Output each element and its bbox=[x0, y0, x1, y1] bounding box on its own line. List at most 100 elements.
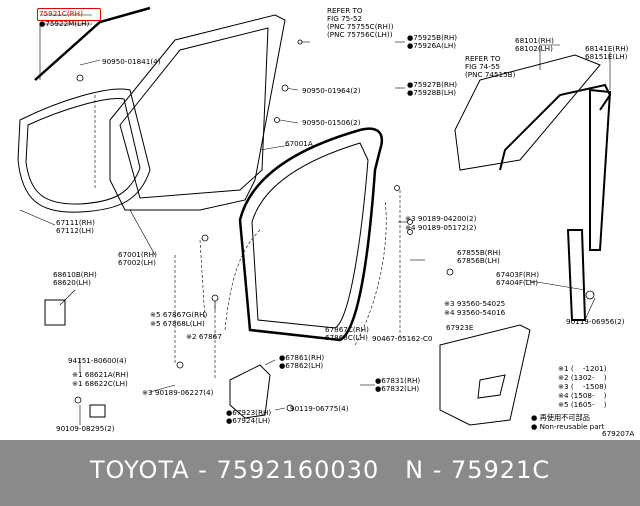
label-68620: 68620(LH) bbox=[53, 278, 91, 287]
label-refer1-b: FIG 75-52 bbox=[327, 14, 362, 23]
label-67923: ●67923(RH) bbox=[226, 408, 272, 417]
label-68141E: 68141E(RH) bbox=[585, 44, 629, 53]
bolt-2 bbox=[407, 229, 413, 235]
door-frame-inner bbox=[119, 27, 269, 199]
label-68622C: ※1 68622C(LH) bbox=[72, 379, 128, 388]
glass-run bbox=[499, 83, 612, 171]
screw-4 bbox=[446, 268, 454, 276]
label-90189-05172: ※4 90189-05172(2) bbox=[405, 223, 477, 232]
belt-moulding bbox=[34, 6, 151, 81]
label-67404F: 67404F(LH) bbox=[496, 278, 539, 287]
label-90119-06956: 90119-06956(2) bbox=[566, 317, 625, 326]
brand-name: TOYOTA bbox=[89, 456, 190, 484]
diagram-drawing bbox=[17, 6, 612, 426]
window-glass bbox=[454, 54, 601, 171]
legend-reuse: ● 再使用不可部品 bbox=[531, 413, 590, 422]
label-90189-06227: ※3 90189-06227(4) bbox=[142, 388, 214, 397]
label-refer2-c: (PNC 74515B) bbox=[465, 70, 516, 79]
bolt-1 bbox=[407, 219, 413, 225]
label-90467-05162: 90467-05162-C0 bbox=[372, 334, 433, 343]
screw-2 bbox=[394, 185, 400, 191]
label-90950-01841: 90950-01841(4) bbox=[102, 57, 161, 66]
label-refer1-d: (PNC 75756C(LH)) bbox=[327, 30, 393, 39]
label-67002: 67002(LH) bbox=[118, 258, 156, 267]
label-93560-54025: ※3 93560-54025 bbox=[444, 299, 506, 308]
door-trim-panel bbox=[439, 324, 531, 426]
highlight-box bbox=[37, 8, 101, 21]
label-67831: ●67831(RH) bbox=[375, 376, 421, 385]
label-75928B: ●75928B(LH) bbox=[407, 88, 457, 97]
part-code: 75921C bbox=[450, 456, 551, 484]
parts-diagram: 75921C(RH) ●75922M(LH) 90950-01841(4) RE… bbox=[17, 6, 635, 438]
label-93560-54016: ※4 93560-54016 bbox=[444, 308, 506, 317]
label-67868L: ※5 67868L(LH) bbox=[150, 319, 205, 328]
label-90119-06775: 90119-06775(4) bbox=[290, 404, 349, 413]
bolt-5 bbox=[176, 361, 184, 369]
label-75926A: ●75926A(LH) bbox=[407, 41, 457, 50]
legend-3: ※3 ( -1508) bbox=[558, 382, 607, 391]
legend-4: ※4 (1508- ) bbox=[558, 391, 607, 400]
legend-1: ※1 ( -1201) bbox=[558, 364, 607, 373]
part-number: 7592160030 bbox=[216, 456, 380, 484]
door-frame bbox=[109, 14, 286, 211]
label-67862: ●67862(LH) bbox=[279, 361, 324, 370]
lower-seal bbox=[229, 364, 271, 419]
caption-sep-1: - bbox=[189, 456, 217, 484]
legend-nonreuse: ● Non-reusable part bbox=[531, 422, 605, 431]
label-67867G: ※5 67867G(RH) bbox=[150, 310, 208, 319]
label-67111: 67111(RH) bbox=[56, 218, 95, 227]
label-67832: ●67832(LH) bbox=[375, 384, 420, 393]
regulator-rail bbox=[566, 229, 587, 321]
clip-1 bbox=[76, 74, 84, 82]
label-67001: 67001(RH) bbox=[118, 250, 157, 259]
screw-3 bbox=[585, 290, 595, 300]
hinge-lower bbox=[89, 404, 106, 418]
label-75925B: ●75925B(RH) bbox=[407, 33, 458, 42]
label-refer1-c: (PNC 75755C(RH)) bbox=[327, 22, 394, 31]
bottom-bar bbox=[0, 440, 640, 506]
label-67112: 67112(LH) bbox=[56, 226, 94, 235]
label-67403F: 67403F(RH) bbox=[496, 270, 540, 279]
label-67856B: 67856B(LH) bbox=[457, 256, 500, 265]
label-67868C: 67868C(LH) bbox=[325, 333, 368, 342]
label-68621A: ※1 68621A(RH) bbox=[72, 370, 129, 379]
outer-door-panel bbox=[17, 88, 151, 213]
label-67861: ●67861(RH) bbox=[279, 353, 325, 362]
part-number-caption: TOYOTA - 7592160030 N - 75921C bbox=[0, 456, 640, 484]
legend-5: ※5 (1605- ) bbox=[558, 400, 607, 409]
label-67855B: 67855B(RH) bbox=[457, 248, 501, 257]
label-75922M: ●75922M(LH) bbox=[39, 19, 90, 28]
figure-code: 679207A bbox=[602, 429, 635, 438]
label-94151-80600: 94151-80600(4) bbox=[68, 356, 127, 365]
label-refer2-b: FIG 74-55 bbox=[465, 62, 500, 71]
screw-1 bbox=[274, 117, 280, 123]
bolt-6 bbox=[286, 404, 294, 412]
hinge-upper bbox=[44, 299, 66, 326]
label-90950-01506: 90950-01506(2) bbox=[302, 118, 361, 127]
label-67923E: 67923E bbox=[446, 323, 474, 332]
legend-2: ※2 (1302- ) bbox=[558, 373, 607, 382]
label-90189-04200: ※3 90189-04200(2) bbox=[405, 214, 477, 223]
bolt-3 bbox=[201, 234, 209, 242]
label-68610B: 68610B(RH) bbox=[53, 270, 97, 279]
weatherstrip-inner bbox=[251, 142, 369, 329]
label-67867C: 67867C(RH) bbox=[325, 325, 369, 334]
label-68102: 68102(LH) bbox=[515, 44, 553, 53]
label-90109-08295: 90109-08295(2) bbox=[56, 424, 115, 433]
bolt-7 bbox=[74, 396, 82, 404]
outer-door-panel-inner bbox=[25, 98, 141, 205]
clip-2 bbox=[281, 84, 289, 92]
label-67001A: 67001A bbox=[285, 139, 313, 148]
label-68101: 68101(RH) bbox=[515, 36, 554, 45]
label-68151E: 68151E(LH) bbox=[585, 52, 628, 61]
bolt-4 bbox=[211, 294, 219, 302]
weatherstrip bbox=[238, 127, 384, 342]
clip-3 bbox=[297, 39, 303, 45]
label-75921C: 75921C(RH) bbox=[39, 9, 83, 18]
label-refer1-a: REFER TO bbox=[327, 6, 363, 15]
run-channel-rear bbox=[589, 88, 612, 251]
door-trim-handle bbox=[477, 374, 506, 399]
label-75927B: ●75927B(RH) bbox=[407, 80, 458, 89]
label-67867: ※2 67867 bbox=[186, 332, 222, 341]
label-refer2-a: REFER TO bbox=[465, 54, 501, 63]
